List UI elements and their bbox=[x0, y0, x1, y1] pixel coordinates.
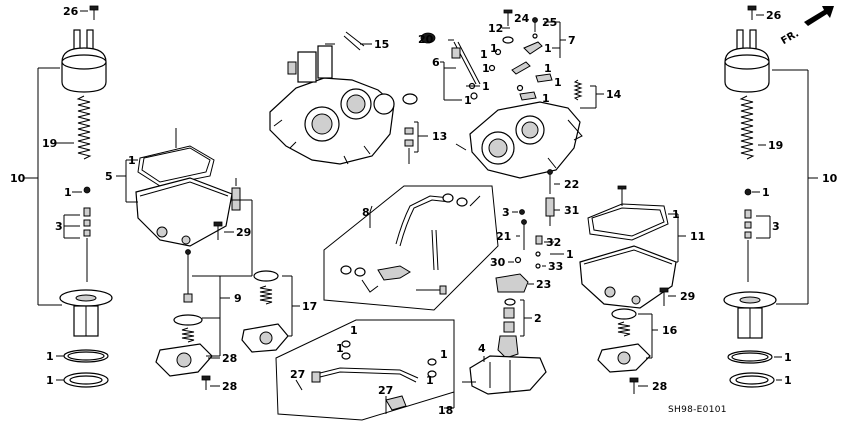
callout-30: 30 bbox=[490, 256, 506, 269]
callout-1-link-d: 1 bbox=[426, 374, 434, 387]
direction-label: FR. bbox=[779, 28, 801, 47]
callout-10-left: 10 bbox=[10, 172, 26, 185]
callout-4: 4 bbox=[478, 342, 486, 355]
linkage-group-18 bbox=[275, 319, 455, 421]
callout-26-right: 26 bbox=[766, 9, 782, 22]
callout-28-pump: 28 bbox=[222, 352, 237, 365]
callout-1-seven-f: 1 bbox=[490, 42, 498, 55]
callout-10-right: 10 bbox=[822, 172, 838, 185]
callout-27-right: 27 bbox=[378, 384, 393, 397]
callout-28-bottom: 28 bbox=[222, 380, 237, 393]
linkage-group-8 bbox=[323, 185, 499, 311]
callout-1-right: 1 bbox=[762, 186, 770, 199]
callout-25: 25 bbox=[542, 16, 557, 29]
callout-1-six-a: 1 bbox=[480, 48, 488, 61]
pump-cover-17 bbox=[241, 270, 300, 353]
callout-1-bowl: 1 bbox=[128, 154, 136, 167]
callout-1-link-c: 1 bbox=[440, 348, 448, 361]
callout-17: 17 bbox=[302, 300, 317, 313]
callout-1-six-b: 1 bbox=[482, 80, 490, 93]
callout-1-left-oring-b: 1 bbox=[46, 374, 54, 387]
callout-3-center: 3 bbox=[502, 206, 510, 219]
callout-1-seven-c: 1 bbox=[544, 62, 552, 75]
callout-23: 23 bbox=[536, 278, 551, 291]
callout-19-left: 19 bbox=[42, 137, 57, 150]
callout-26-left: 26 bbox=[63, 5, 79, 18]
callout-22: 22 bbox=[564, 178, 579, 191]
callout-8: 8 bbox=[362, 206, 370, 219]
callout-21: 21 bbox=[496, 230, 511, 243]
callout-1-seven-d: 1 bbox=[554, 76, 562, 89]
accelerator-pump-9 bbox=[155, 199, 253, 390]
callout-9: 9 bbox=[234, 292, 242, 305]
callout-1-six-c: 1 bbox=[464, 94, 472, 107]
callout-1-seven-b: 1 bbox=[482, 62, 490, 75]
callout-18: 18 bbox=[438, 404, 453, 417]
callout-1-link-b: 1 bbox=[336, 342, 344, 355]
callout-3-left: 3 bbox=[55, 220, 63, 233]
callout-7: 7 bbox=[568, 34, 576, 47]
callout-33: 33 bbox=[548, 260, 563, 273]
callout-2: 2 bbox=[534, 312, 542, 325]
callout-1-right-oring-a: 1 bbox=[784, 351, 792, 364]
right-float-bowl bbox=[579, 185, 686, 309]
callout-31: 31 bbox=[564, 204, 579, 217]
center-small-parts bbox=[495, 169, 564, 359]
callout-12: 12 bbox=[488, 22, 503, 35]
callout-3-right: 3 bbox=[772, 220, 780, 233]
callout-16: 16 bbox=[662, 324, 678, 337]
callout-28-right: 28 bbox=[652, 380, 667, 393]
callout-1-center: 1 bbox=[566, 248, 574, 261]
right-choke-assembly bbox=[723, 5, 818, 388]
lever-clip-group bbox=[488, 9, 604, 109]
callout-1-seven-a: 1 bbox=[544, 42, 552, 55]
callout-1-right-bowl: 1 bbox=[672, 208, 680, 221]
callout-29-left: 29 bbox=[236, 226, 251, 239]
callout-15: 15 bbox=[374, 38, 389, 51]
left-choke-assembly bbox=[24, 5, 113, 388]
screw-stack-13 bbox=[402, 93, 428, 164]
callout-32: 32 bbox=[546, 236, 561, 249]
diagram-code: SH98-E0101 bbox=[668, 405, 727, 415]
callout-20: 20 bbox=[418, 33, 434, 46]
callout-6: 6 bbox=[432, 56, 440, 69]
callout-13: 13 bbox=[432, 130, 447, 143]
callout-11: 11 bbox=[690, 230, 705, 243]
callout-19-right: 19 bbox=[768, 139, 783, 152]
throttle-component-4 bbox=[462, 355, 547, 395]
callout-1-right-oring-b: 1 bbox=[784, 374, 792, 387]
callout-29-right: 29 bbox=[680, 290, 695, 303]
callout-14: 14 bbox=[606, 88, 622, 101]
pump-assembly-16 bbox=[597, 308, 658, 394]
callout-1-link-a: 1 bbox=[350, 324, 358, 337]
callout-labels: 26 10 19 1 3 1 1 26 10 19 1 3 1 1 FR. 5 … bbox=[10, 5, 838, 417]
callout-1-left-oring-a: 1 bbox=[46, 350, 54, 363]
left-float-bowl bbox=[116, 128, 241, 247]
left-carburetor-body bbox=[269, 31, 395, 165]
callout-1-seven-e: 1 bbox=[542, 92, 550, 105]
callout-5: 5 bbox=[105, 170, 113, 183]
needle-jet-group bbox=[420, 32, 481, 101]
right-carburetor-body bbox=[455, 101, 583, 179]
front-direction-arrow bbox=[804, 6, 834, 26]
callout-27-left: 27 bbox=[290, 368, 305, 381]
callout-24: 24 bbox=[514, 12, 530, 25]
callout-1-left: 1 bbox=[64, 186, 72, 199]
